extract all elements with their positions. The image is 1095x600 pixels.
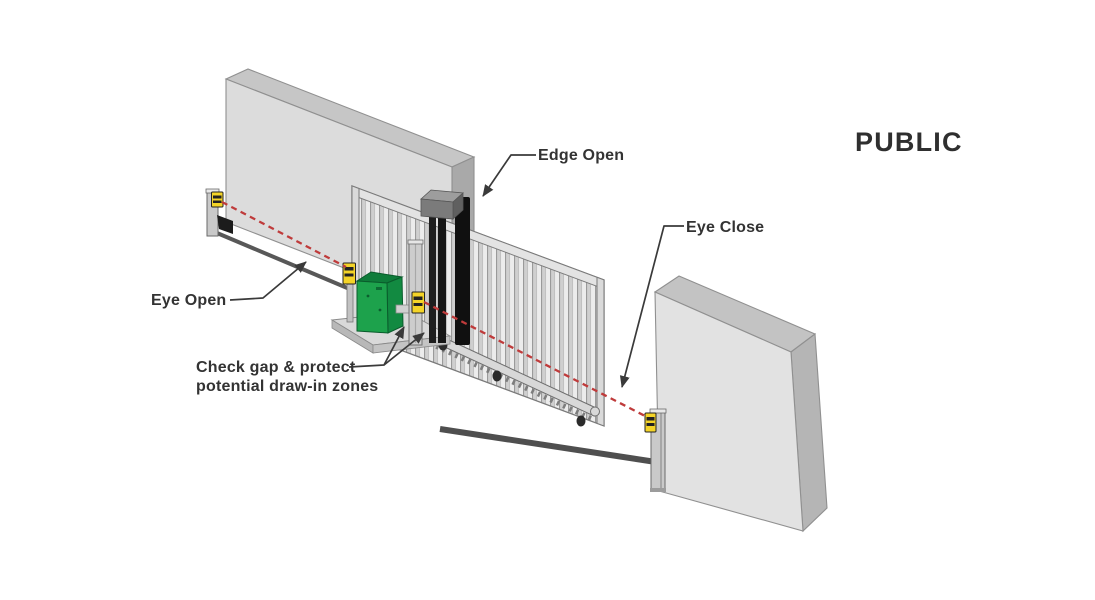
sensor-lens: [344, 267, 354, 271]
post-cap: [649, 408, 667, 414]
rack-rail-teeth: [409, 332, 595, 422]
sensor-lens: [344, 273, 354, 277]
bracket-front-face: [420, 198, 454, 220]
photo-eye-post-left: [205, 188, 233, 237]
operator-screw: [366, 294, 370, 298]
sensor-body: [211, 191, 224, 208]
sensor-lens: [413, 296, 423, 300]
label-eye-close: Eye Close: [686, 219, 764, 236]
leader-edge-open: [482, 154, 536, 197]
label-public-zone: PUBLIC: [855, 127, 963, 157]
leader-eye-open: [229, 261, 307, 301]
fence-ground-line: [216, 231, 353, 292]
photo-eye-sensor-close-tx: [411, 291, 425, 314]
sensor-body: [644, 412, 657, 433]
label-edge-open: Edge Open: [538, 147, 624, 164]
gate-roller: [492, 370, 502, 382]
operator-front-face: [356, 280, 389, 334]
photo-eye-sensor-open-rx: [342, 262, 356, 323]
gate-roller: [576, 415, 586, 427]
post-base-bracket: [217, 215, 233, 234]
beam-eye-open: [221, 200, 347, 269]
gap-bar: [429, 202, 436, 343]
ground-track: [439, 426, 657, 465]
photo-eye-sensor-open-tx: [211, 191, 224, 208]
guide-post-cap: [407, 239, 424, 245]
sensor-lens: [646, 423, 655, 426]
operator-vent-slot: [376, 287, 382, 290]
sensor-lens: [213, 200, 222, 203]
gate-operator: [355, 271, 404, 334]
photo-eye-sensor-close-rx: [644, 412, 657, 433]
leader-eye-close: [619, 225, 684, 388]
leader-check-gap-edge: [383, 332, 425, 366]
sensor-lens: [213, 195, 222, 199]
label-check-gap-line1: Check gap & protect: [196, 359, 356, 376]
right-wall: [653, 275, 828, 533]
label-eye-open: Eye Open: [151, 292, 226, 309]
rack-rail-end-cap: [590, 406, 600, 417]
sensor-lens: [646, 417, 655, 421]
gap-bar: [438, 202, 446, 343]
post-base: [650, 488, 666, 492]
sensor-lens: [413, 303, 423, 306]
label-check-gap-line2: potential draw-in zones: [196, 378, 378, 395]
operator-screw: [378, 308, 382, 312]
safety-edge-open: [455, 197, 470, 345]
gate-right-stile: [596, 276, 605, 427]
draw-in-gap-bars: [429, 202, 446, 343]
sensor-body: [411, 291, 425, 314]
sensor-stalk: [346, 282, 354, 323]
mounting-bracket: [420, 189, 464, 220]
